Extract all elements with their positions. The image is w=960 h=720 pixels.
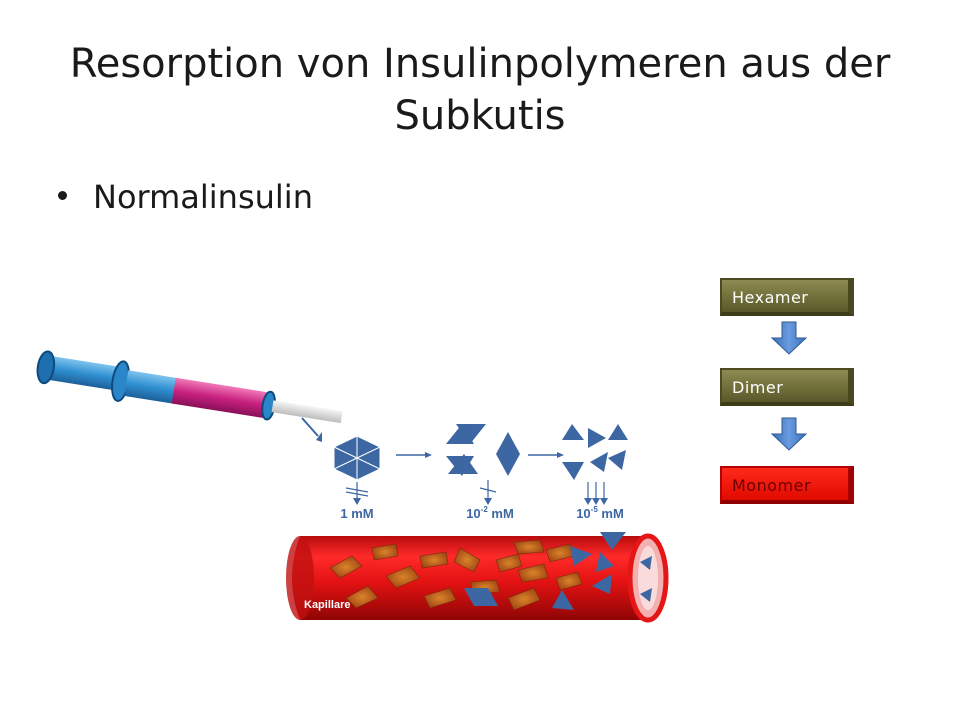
- legend-arrow-2: [770, 417, 808, 451]
- dimer-concentration-label: 10-2 mM: [466, 505, 514, 521]
- flow-arrow-2-head: [557, 452, 564, 458]
- monomer-concentration-label: 10-5 mM: [576, 505, 624, 521]
- syringe: [36, 350, 343, 424]
- hexamer-molecule: [333, 435, 381, 481]
- legend-dimer-label: Dimer: [732, 378, 784, 397]
- dimer-molecules: [446, 424, 520, 476]
- syringe-needle-hub: [271, 400, 343, 424]
- legend-monomer-label: Monomer: [732, 476, 812, 495]
- vessel-molecules: [464, 532, 652, 610]
- injection-arrow: [301, 417, 319, 437]
- legend-arrow-1: [770, 321, 808, 355]
- syringe-plunger: [42, 355, 125, 391]
- diffusion-arrows: [345, 480, 608, 505]
- legend-monomer-box: Monomer: [720, 466, 854, 504]
- syringe-plunger-cap: [36, 350, 56, 385]
- flow-arrow-1-head: [425, 452, 432, 458]
- bullet-item: Normalinsulin: [58, 178, 313, 216]
- hexamer-concentration-label: 1 mM: [340, 506, 373, 521]
- bullet-dot: [58, 190, 67, 200]
- monomer-molecules: [562, 424, 628, 480]
- legend-hexamer-box: Hexamer: [720, 278, 854, 316]
- capillary-label: Kapillare: [304, 599, 350, 611]
- slide-title: Resorption von Insulinpolymeren aus der …: [69, 41, 891, 139]
- bullet-text: Normalinsulin: [93, 178, 313, 216]
- syringe-barrel-blue: [124, 370, 178, 404]
- legend-dimer-box: Dimer: [720, 368, 854, 406]
- syringe-barrel-insulin: [171, 377, 271, 419]
- injection-arrow-head: [316, 432, 322, 442]
- legend-hexamer-label: Hexamer: [732, 288, 809, 307]
